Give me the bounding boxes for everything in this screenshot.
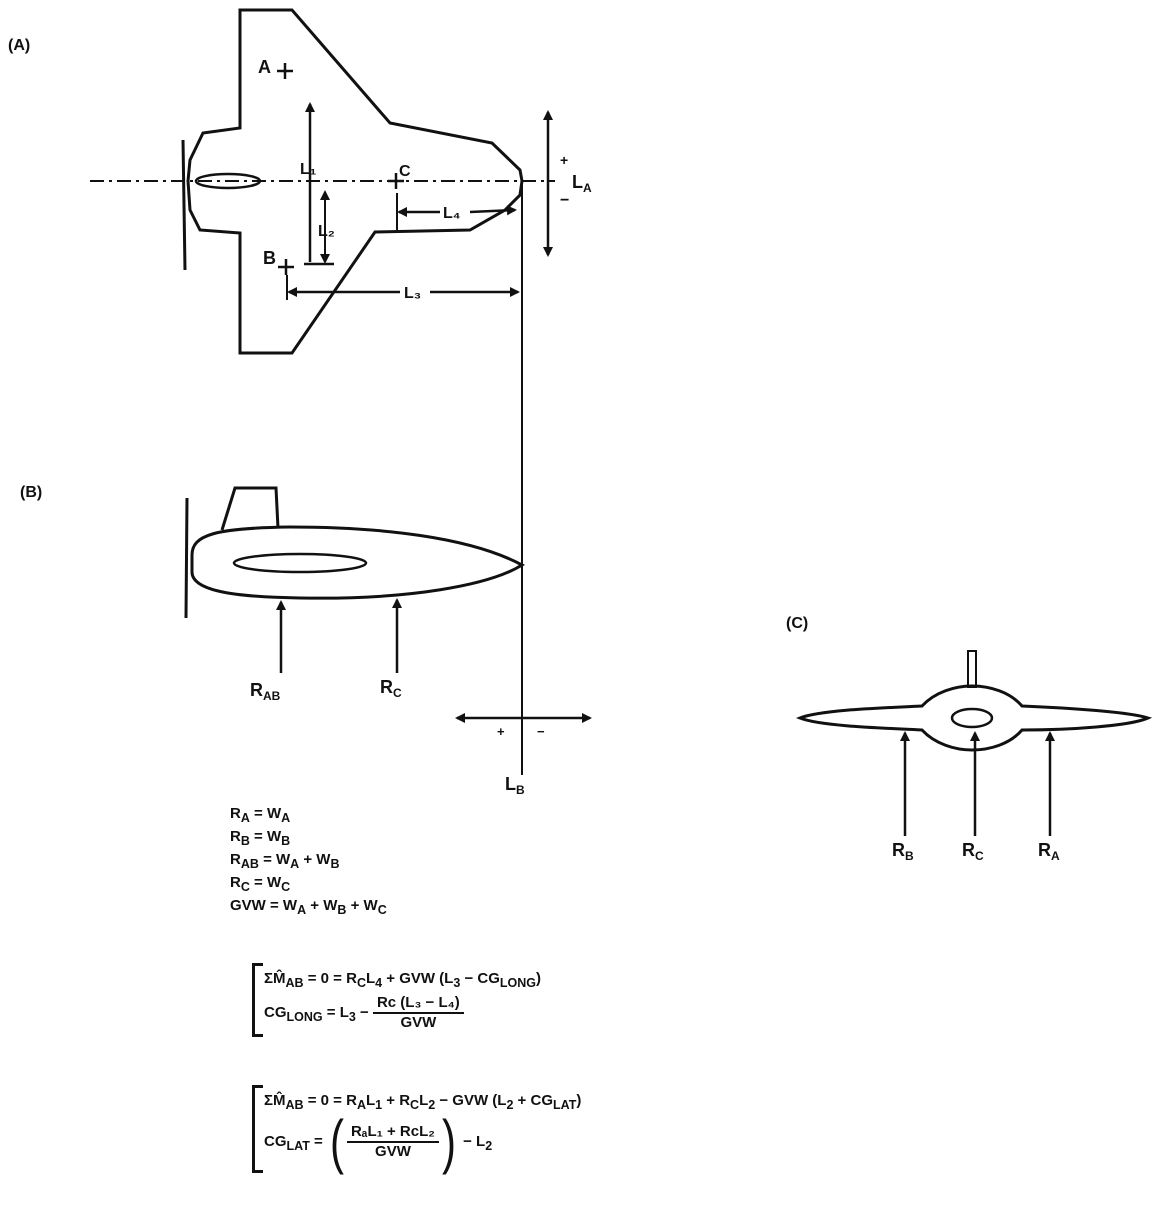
l3-label: L₃ [404,285,421,302]
equation-moment-long: ΣM̂AB = 0 = RCL4 + GVW (L3 − CGLONG) [264,970,542,990]
fin-front [967,650,977,688]
equation-moment-lat: ΣM̂AB = 0 = RAL1 + RCL2 − GVW (L2 + CGLA… [264,1092,582,1112]
panel-b-label: (B) [20,484,42,501]
lb-label: LB [505,774,525,797]
equation-cg-long: CGLONG = L3 − Rᴄ (L₃ − L₄)GVW [264,994,464,1032]
point-c-marker [388,173,404,189]
point-b-label: B [263,248,276,268]
l4-label: L₄ [443,205,460,222]
fraction-cg-long: Rᴄ (L₃ − L₄)GVW [372,994,464,1032]
bracket-long [252,963,263,1037]
la-plus: + [560,152,568,168]
equation-rb: RB = WB [230,828,291,848]
la-minus: − [560,192,569,209]
rc-label-b: RC [380,677,402,700]
aircraft-outline-front [795,684,1153,752]
side-view [184,486,525,619]
equation-rc: RC = WC [230,874,291,894]
lb-plus: + [497,724,505,739]
point-a-marker [277,63,293,79]
rb-label: RB [892,840,914,863]
ra-label: RA [1038,840,1060,863]
equation-rab: RAB = WA + WB [230,851,340,871]
fuselage-side [190,525,525,600]
canopy-front [950,707,994,729]
bracket-lat [252,1085,263,1173]
tail-fin [220,486,280,531]
top-view [90,8,555,355]
lb-minus: − [537,724,545,739]
l2-label: L₂ [318,223,335,240]
front-view [795,650,1153,752]
l1-label: L₁ [300,161,317,178]
point-c-label: C [399,163,411,180]
panel-a-label: (A) [8,37,30,54]
propeller-b [184,497,189,619]
rab-label: RAB [250,680,281,703]
canopy-top [194,172,262,190]
equation-ra: RA = WA [230,805,291,825]
panel-c-label: (C) [786,615,808,632]
equation-gvw: GVW = WA + WB + WC [230,897,387,917]
point-a-label: A [258,57,271,77]
canopy-side [232,552,368,574]
rc-label-c: RC [962,840,984,863]
point-b-marker [278,259,294,275]
l4-arrow-right [469,205,517,216]
la-label: LA [572,172,592,195]
propeller-a [181,139,187,271]
